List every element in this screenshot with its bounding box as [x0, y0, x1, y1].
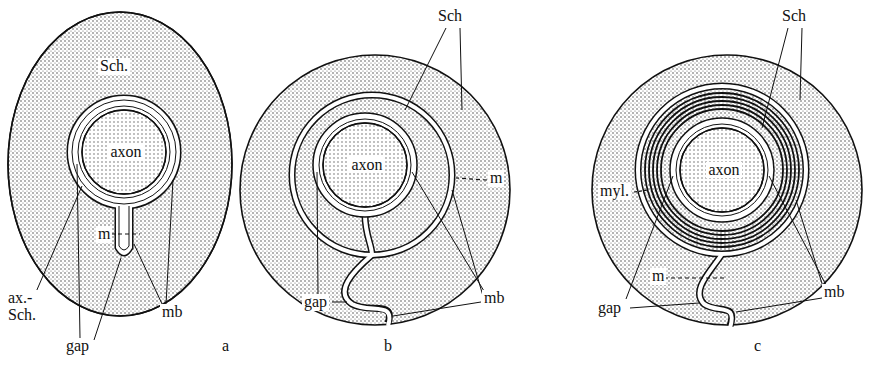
part-label: m: [488, 170, 504, 187]
schwann-cell: Sch. axon: [8, 12, 232, 316]
node-text: Sch.: [98, 58, 130, 75]
axon-circle: axon: [680, 128, 764, 212]
figure-letter: c: [752, 338, 763, 355]
node-text-holder: axon: [680, 128, 768, 212]
node-text-holder: axon: [323, 123, 411, 207]
node-text-holder: axon: [82, 110, 170, 194]
part-label: gap: [64, 338, 91, 355]
part-label: Sch: [436, 8, 464, 25]
part-label: m: [96, 226, 112, 243]
circle-border: [323, 123, 407, 207]
node-text: axon: [706, 162, 741, 179]
part-label: myl.: [598, 183, 631, 200]
part-label: mb: [482, 290, 506, 307]
part-label: mb: [822, 284, 846, 301]
part-label: ax.-Sch.: [6, 290, 44, 324]
figure-letter: a: [220, 338, 231, 355]
figure-letter: b: [382, 338, 394, 355]
part-label: Sch: [780, 8, 808, 25]
part-label: gap: [302, 294, 329, 311]
node-text: axon: [349, 157, 384, 174]
ellipse-border: [8, 12, 232, 316]
part-label: mb: [160, 304, 184, 321]
axon-circle: axon: [82, 110, 166, 194]
part-label: m: [650, 268, 666, 285]
circle-border: [82, 110, 166, 194]
node-text: axon: [108, 144, 143, 161]
circle-border: [680, 128, 764, 212]
part-label: gap: [596, 300, 623, 317]
axon-circle: axon: [323, 123, 407, 207]
